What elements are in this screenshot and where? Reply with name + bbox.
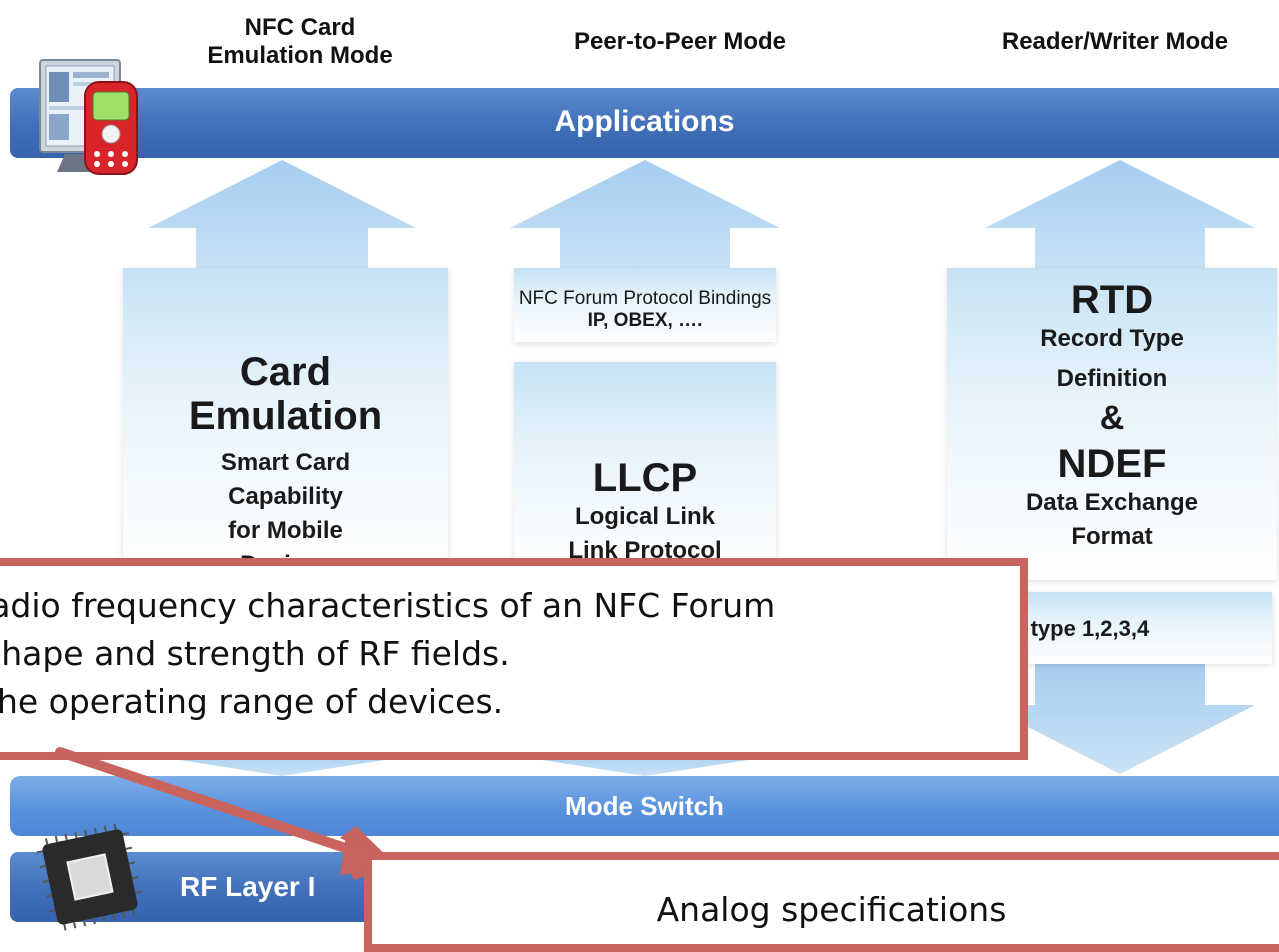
- card-emulation-desc-2: Capability: [228, 483, 343, 510]
- card-emulation-title-1: Card: [239, 350, 332, 394]
- card-emulation-desc-3: for Mobile: [228, 517, 343, 544]
- llcp-desc-1: Logical Link: [574, 503, 715, 530]
- ndef-desc-1: Data Exchange: [1025, 489, 1199, 516]
- rf-callout-line1: Radio frequency characteristics of an NF…: [0, 586, 776, 625]
- protocol-bindings-box: NFC Forum Protocol Bindings IP, OBEX, ….: [514, 268, 776, 342]
- card-emulation-desc-1: Smart Card: [220, 449, 351, 476]
- llcp-title: LLCP: [592, 456, 698, 500]
- protocol-bindings-line1: NFC Forum Protocol Bindings: [518, 288, 772, 309]
- rtd-amp: &: [1099, 399, 1125, 437]
- ndef-desc-2: Format: [1071, 523, 1153, 550]
- mode-switch-label: Mode Switch: [565, 791, 724, 821]
- applications-bar: Applications: [10, 88, 1279, 158]
- protocol-bindings-line2: IP, OBEX, ….: [587, 310, 703, 331]
- analog-spec-label: Analog specifications: [656, 890, 1007, 929]
- card-emulation-title-2: Emulation: [188, 394, 383, 438]
- arrow-up-p2p: [510, 160, 780, 270]
- mode-header-reader-writer: Reader/Writer Mode: [1001, 28, 1229, 55]
- llcp-box: LLCP Logical Link Link Protocol: [514, 362, 776, 572]
- arrow-up-card: [148, 160, 416, 270]
- rtd-ndef-box: RTD Record Type Definition & NDEF Data E…: [947, 268, 1277, 580]
- card-emulation-box: Card Emulation Smart Card Capability for…: [123, 268, 448, 578]
- mode-header-p2p: Peer-to-Peer Mode: [573, 28, 787, 55]
- ndef-title: NDEF: [1057, 442, 1167, 486]
- analog-spec-callout: Analog specifications: [364, 852, 1279, 952]
- computer-phone-icon: [39, 59, 138, 175]
- chip-icon: [36, 823, 142, 931]
- rtd-desc-2: Definition: [1056, 365, 1168, 392]
- applications-label: Applications: [554, 105, 735, 138]
- rf-callout-box: Radio frequency characteristics of an NF…: [0, 558, 1028, 760]
- rf-layer-label: RF Layer I: [180, 871, 316, 902]
- mode-header-card-emulation: NFC Card Emulation Mode: [207, 14, 393, 69]
- arrow-double-rw: [985, 160, 1255, 270]
- rf-callout-line2: shape and strength of RF fields.: [0, 634, 510, 673]
- rtd-desc-1: Record Type: [1040, 325, 1184, 352]
- rtd-title: RTD: [1070, 278, 1154, 322]
- rf-callout-line3: the operating range of devices.: [0, 682, 504, 721]
